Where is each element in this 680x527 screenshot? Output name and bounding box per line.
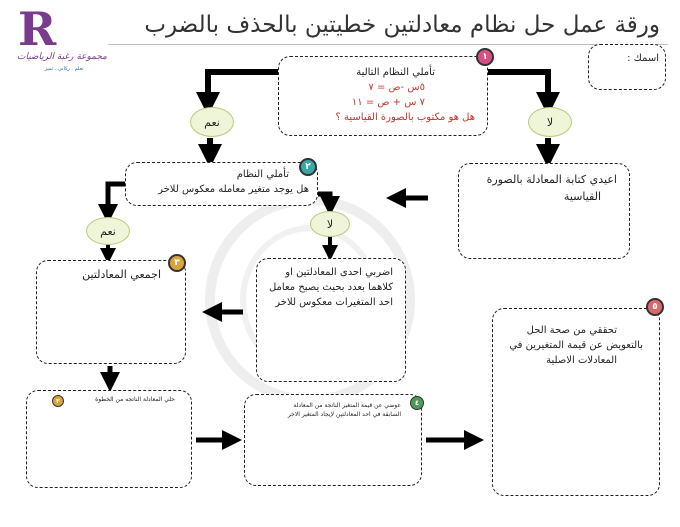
arrow-step2-to-no2	[318, 191, 340, 216]
logo-name: مجموعة رغبة الرياضيات	[16, 52, 108, 62]
standard-form-box: اعيدي كتابة المعادلة بالصورة القياسية	[458, 163, 630, 259]
arrow-step1-to-no	[488, 69, 560, 116]
step2-box: تأملي النظام هل يوجد متغير معامله معكوس …	[125, 162, 318, 206]
title-divider	[108, 44, 668, 45]
page-title: ورقة عمل حل نظام معادلتين خطيتين بالحذف …	[144, 12, 660, 38]
step4-line1: عوضي عن قيمة المتغير الناتجة من المعادلة	[293, 402, 401, 409]
step4-box: عوضي عن قيمة المتغير الناتجة من المعادلة…	[244, 394, 422, 486]
standard-form-line2: القياسية	[563, 189, 601, 203]
standard-form-line1: اعيدي كتابة المعادلة بالصورة	[486, 173, 617, 186]
logo-letter-r-icon: R	[18, 2, 57, 56]
step2-question: هل يوجد متغير معامله معكوس للاخر	[158, 184, 309, 195]
step1-equation-2: ٧ س + ص = ١١	[351, 97, 425, 108]
step3-box: اجمعي المعادلتين	[36, 260, 186, 364]
step4-line2: السابقة في احد المعادلتين لإيجاد المتغير…	[287, 411, 401, 418]
multiply-line2: كلاهما بعدد بحيث يصبح معامل	[268, 282, 393, 293]
step3-text: اجمعي المعادلتين	[82, 268, 161, 281]
logo-subtitle: تعلم . ركاني . تميز	[44, 66, 84, 72]
step1-equation-1: ٥س -ص = ٧	[368, 82, 425, 93]
step5-line1: تحققي من صحة الحل	[526, 325, 617, 336]
step3b-box: حلي المعادلة الناتجه من الخطوة	[26, 390, 192, 488]
step3-badge: ٣	[168, 254, 186, 272]
name-label: اسمك :	[627, 53, 659, 64]
answer-no-oval-2: لا	[310, 211, 350, 237]
multiply-line1: اضربي احدى المعادلتين او	[285, 267, 393, 278]
logo: R مجموعة رغبة الرياضيات تعلم . ركاني . ت…	[8, 2, 108, 76]
step3b-text: حلي المعادلة الناتجه من الخطوة	[95, 396, 175, 403]
answer-yes-oval-2: نعم	[86, 217, 130, 245]
step2-badge: ٢	[299, 158, 317, 176]
answer-yes-oval: نعم	[190, 107, 234, 137]
step1-box: تأملي النظام التالية ٥س -ص = ٧ ٧ س + ص =…	[278, 56, 488, 136]
step1-title: تأملي النظام التالية	[356, 67, 435, 78]
step5-box: تحققي من صحة الحل بالتعويض عن قيمة المتغ…	[492, 308, 660, 496]
multiply-line3: احد المتغيرات معكوس للاخر	[275, 297, 393, 308]
arrow-step2-to-yes2	[98, 181, 125, 224]
step2-title: تأملي النظام	[236, 169, 289, 180]
name-field[interactable]: اسمك :	[588, 44, 666, 90]
step1-badge: ١	[476, 48, 494, 66]
step5-badge: ٥	[646, 298, 664, 316]
multiply-box: اضربي احدى المعادلتين او كلاهما بعدد بحي…	[256, 258, 406, 382]
answer-no-oval: لا	[528, 107, 572, 137]
step5-line2: بالتعويض عن قيمة المتغيرين في	[509, 340, 643, 351]
arrow-step1-to-yes	[196, 69, 278, 116]
step5-line3: المعادلات الاصلية	[546, 355, 617, 366]
step3b-badge: ٣	[52, 395, 64, 407]
step1-question: هل هو مكتوب بالصورة القياسية ؟	[335, 112, 475, 123]
step4-badge: ٤	[410, 396, 424, 410]
